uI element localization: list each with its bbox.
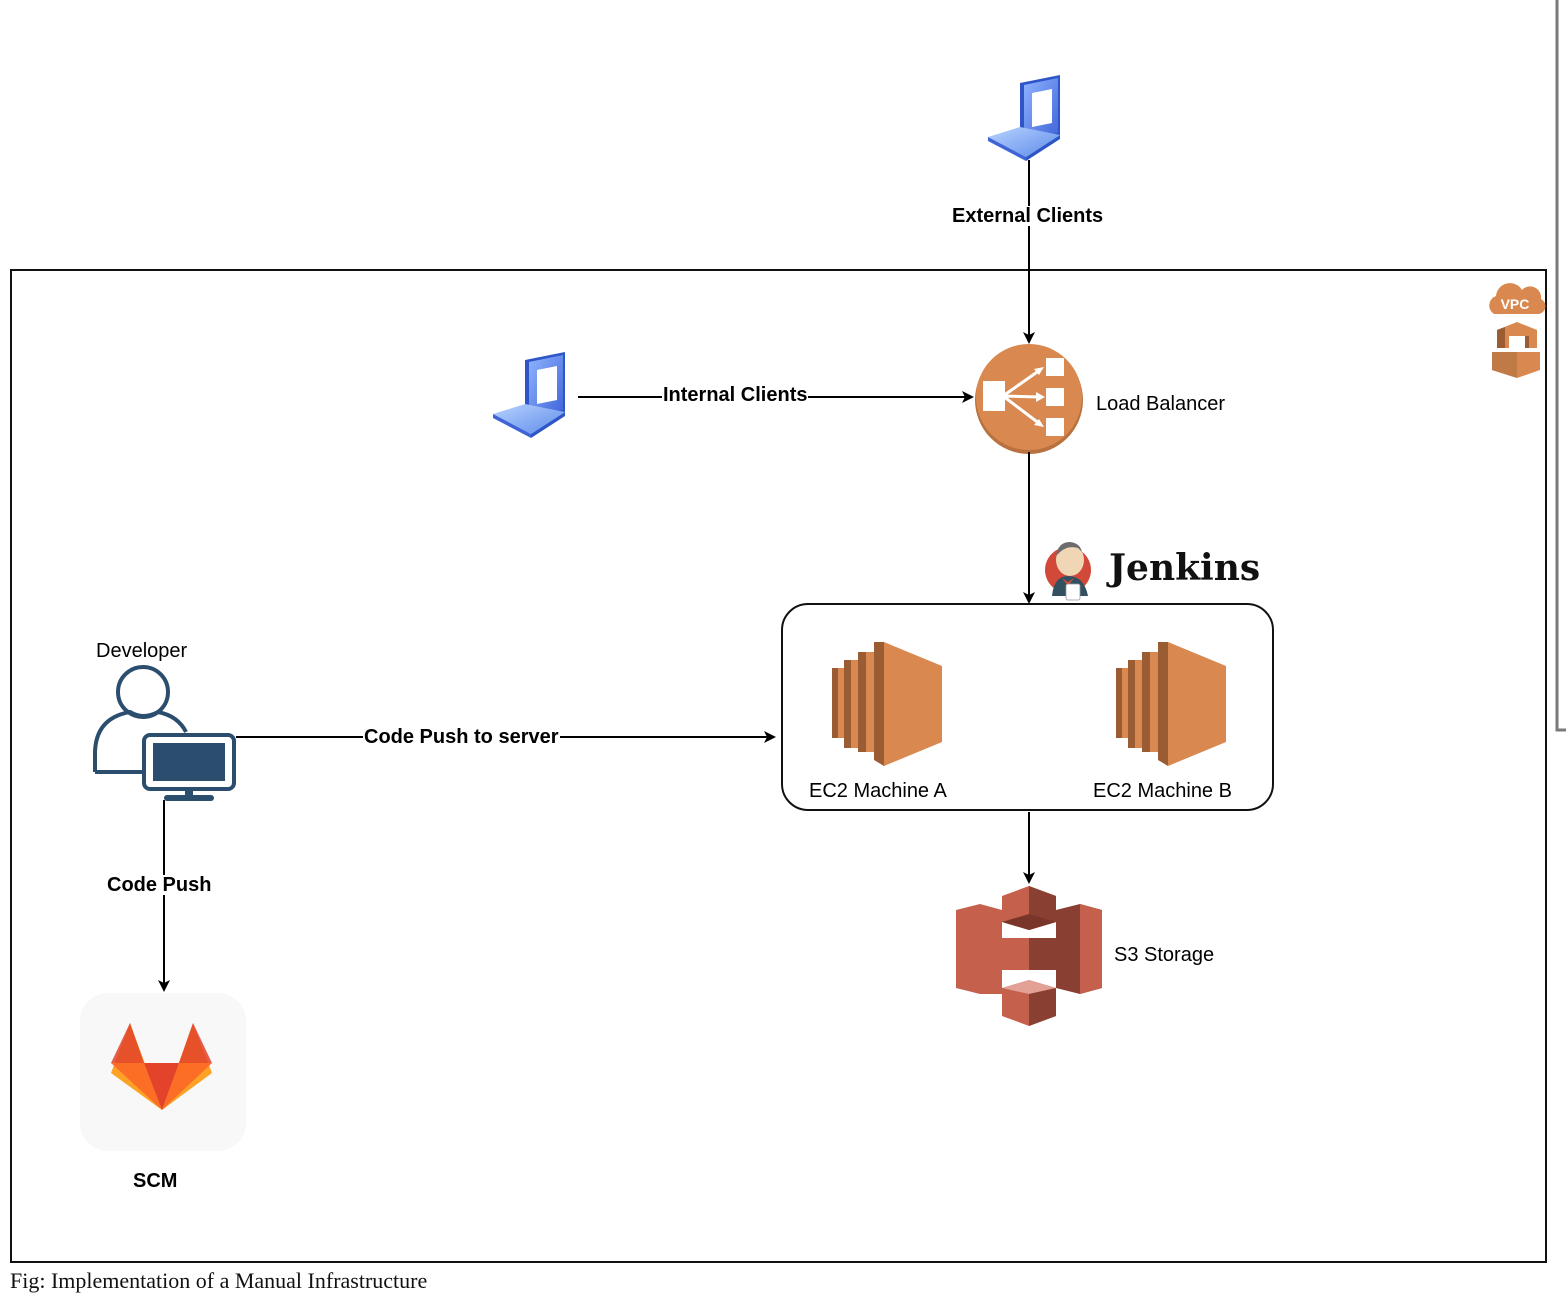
load-balancer-label: Load Balancer <box>1096 393 1225 415</box>
edge-label-internal-clients: Internal Clients <box>662 384 809 406</box>
scm-gitlab-icon <box>80 993 246 1151</box>
ec2-machine-b-icon <box>1116 642 1226 766</box>
jenkins-ec2-group <box>781 603 1274 811</box>
jenkins-label: Jenkins <box>1109 547 1261 589</box>
vpc-label: VPC <box>1501 296 1530 312</box>
vpc-container <box>10 269 1547 1263</box>
s3-storage-label: S3 Storage <box>1114 944 1215 966</box>
edge-label-code-push: Code Push <box>106 874 213 896</box>
figure-caption: Fig: Implementation of a Manual Infrastr… <box>10 1268 428 1293</box>
jenkins-butler-icon <box>1045 542 1091 601</box>
load-balancer-icon <box>975 344 1083 454</box>
scm-label: SCM <box>133 1170 178 1192</box>
ec2-machine-a-icon <box>832 642 942 766</box>
developer-label: Developer <box>96 640 188 662</box>
edge-label-code-push-server: Code Push to server <box>363 726 560 748</box>
external-clients-laptop-icon <box>988 75 1060 161</box>
s3-storage-icon <box>956 886 1102 1026</box>
developer-workstation-icon <box>93 665 236 801</box>
ec2-machine-b-label: EC2 Machine B <box>1093 780 1232 802</box>
vpc-cloud-icon: VPC <box>1489 283 1546 314</box>
edge-label-external-clients: External Clients <box>951 205 1105 227</box>
aws-vpc-icon <box>1492 322 1540 378</box>
page-frame-line <box>1555 0 1566 732</box>
ec2-machine-a-label: EC2 Machine A <box>809 780 947 802</box>
internal-clients-laptop-icon <box>493 352 565 438</box>
